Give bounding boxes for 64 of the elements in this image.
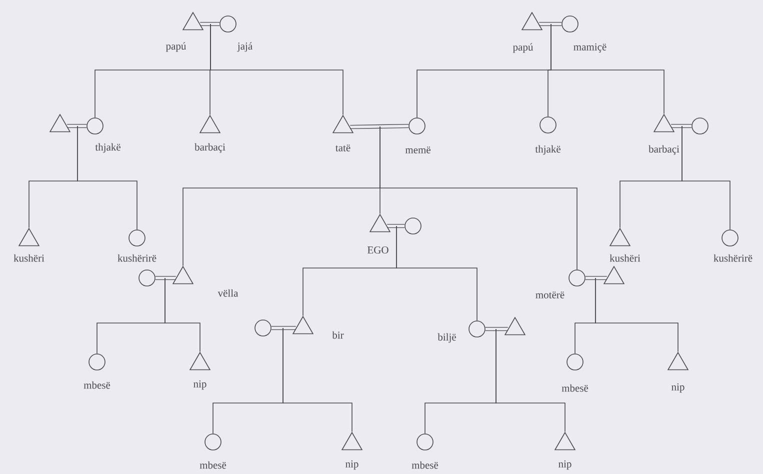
kinship-term: mbesë <box>84 381 110 389</box>
kinship-term: kushërirë <box>118 254 156 262</box>
circle-symbol <box>204 434 222 450</box>
kinship-term: mbesë <box>200 461 226 469</box>
circle-symbol <box>416 434 434 450</box>
circle-symbol <box>562 16 578 32</box>
circle-symbol <box>568 270 586 286</box>
descent-line <box>210 24 344 116</box>
circle-symbol <box>88 354 106 370</box>
kinship-term: nip <box>346 460 358 470</box>
descent-line <box>380 126 578 270</box>
kinship-term: nip <box>672 383 684 393</box>
descent-line <box>496 328 566 432</box>
circle-symbol <box>404 218 422 234</box>
marriage-line <box>670 124 692 128</box>
circle-symbol <box>540 116 556 134</box>
descent-line <box>282 328 352 432</box>
marriage-line <box>386 224 405 228</box>
marriage-line <box>485 326 508 332</box>
kinship-term: nip <box>558 460 572 470</box>
kinship-term: motërë <box>536 292 564 298</box>
kinship-term: thjakë <box>535 145 560 155</box>
circle-symbol <box>86 118 104 134</box>
kinship-term: barbaçi <box>194 143 226 153</box>
kinship-term: nip <box>194 380 206 390</box>
circle-symbol <box>722 230 738 246</box>
circle-symbol <box>138 270 156 286</box>
circle-symbol <box>408 118 426 134</box>
marriage-line <box>271 326 296 330</box>
marriage-line <box>585 276 608 280</box>
kinship-term: kushëri <box>610 254 640 262</box>
kinship-term: barbaçi <box>648 145 680 155</box>
kinship-term: memë <box>405 146 430 154</box>
marriage-line <box>155 276 176 280</box>
kinship-term: bir <box>332 331 344 339</box>
circle-symbol <box>128 230 146 246</box>
circle-symbol <box>692 118 708 134</box>
descent-line <box>595 278 678 352</box>
circle-symbol <box>220 16 236 32</box>
kinship-term: kushëri <box>14 254 44 262</box>
kinship-term: papú <box>512 43 534 53</box>
kinship-term: papú <box>166 42 186 52</box>
marriage-line <box>538 22 562 26</box>
marriage-line <box>350 124 409 130</box>
kinship-term: kushërirë <box>714 254 752 262</box>
marriage-line <box>66 124 87 128</box>
kinship-term: mamiçë <box>574 43 606 53</box>
kinship-term: biljë <box>438 333 456 343</box>
kinship-term: mbesë <box>412 461 438 469</box>
circle-symbol <box>254 320 272 336</box>
kinship-term: tatë <box>336 144 350 152</box>
circle-symbol <box>468 320 486 338</box>
kinship-term: mbesë <box>562 384 588 392</box>
kinship-term: EGO <box>368 246 388 254</box>
kinship-term: thjakë <box>95 143 120 153</box>
kinship-term: vëlla <box>218 289 238 297</box>
descent-line <box>77 126 138 230</box>
descent-line <box>164 278 200 352</box>
descent-line <box>682 126 730 230</box>
kinship-term: jajá <box>237 42 252 52</box>
descent-line <box>396 226 478 321</box>
circle-symbol <box>566 354 584 370</box>
marriage-line <box>200 22 220 26</box>
descent-line <box>550 24 664 114</box>
